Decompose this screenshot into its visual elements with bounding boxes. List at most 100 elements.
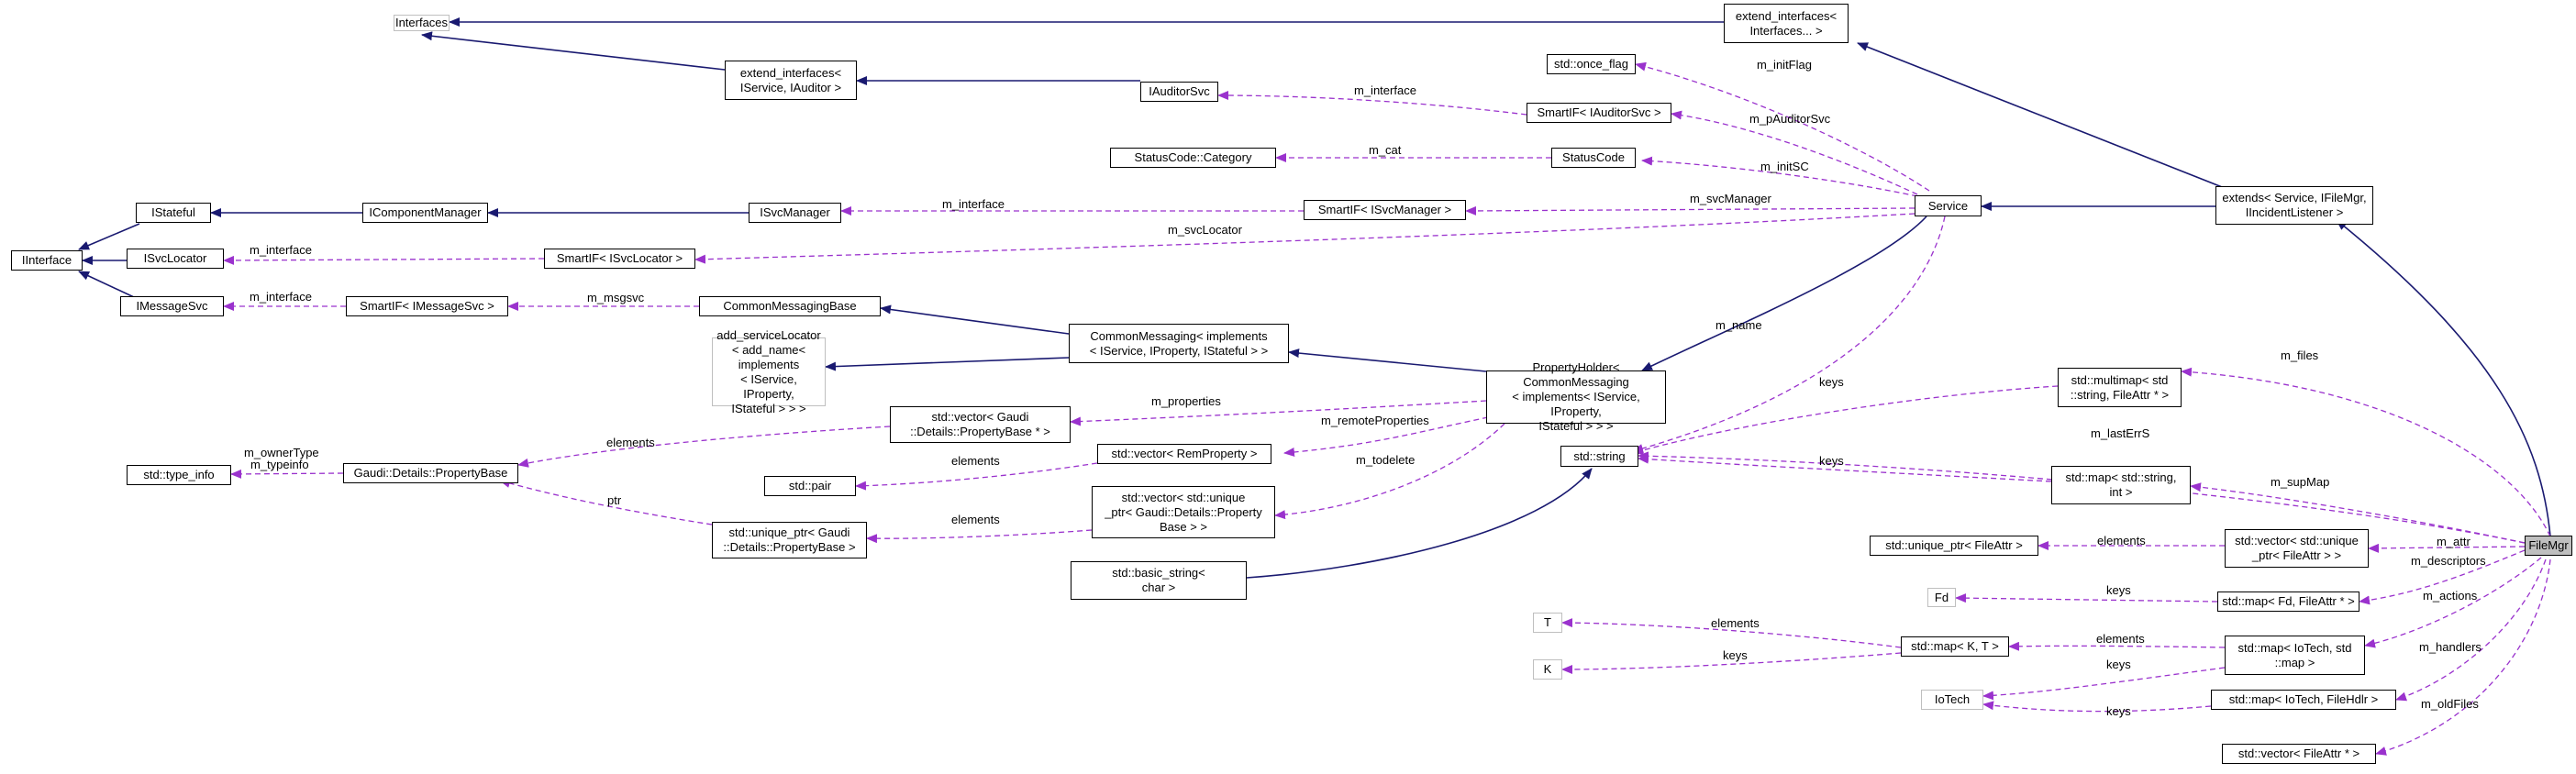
edge-label-m-interface-msgsvc: m_interface	[250, 290, 312, 304]
edge-use-mapstringint-stdstring	[1638, 454, 2052, 482]
class-node-istateful[interactable]: IStateful	[136, 203, 211, 223]
class-node-iauditorsvc[interactable]: IAuditorSvc	[1140, 82, 1218, 102]
edge-inherit-istateful-iinterface	[78, 223, 140, 250]
class-node-std-pair[interactable]: std::pair	[764, 476, 856, 496]
class-node-std-string[interactable]: std::string	[1560, 446, 1638, 467]
edge-use-propertyholder-vectorremprop	[1283, 416, 1489, 457]
class-node-fd[interactable]: Fd	[1927, 588, 1956, 607]
edge-label-m-lasterrs: m_lastErrS	[2091, 426, 2150, 440]
edge-inherit-basicstring-stdstring	[1246, 468, 1593, 579]
edge-use-mapiotechmap-mapkt	[2008, 641, 2226, 651]
edge-use-service-stdstring-name	[1632, 216, 1946, 453]
class-node-service[interactable]: Service	[1915, 195, 1982, 216]
edge-inherit-propertyholder-commonmessaging	[1288, 348, 1487, 372]
edge-use-propertybase-typeinfo	[230, 469, 344, 479]
edge-use-mapfd-fd	[1955, 593, 2218, 603]
edge-use-service-smartifsvcloc	[694, 213, 1915, 264]
class-node-map-iotech-filehdlr[interactable]: std::map< IoTech, FileHdlr >	[2211, 690, 2396, 710]
edge-label-m-msgsvc: m_msgsvc	[587, 291, 645, 304]
class-node-smartif-iauditorsvc[interactable]: SmartIF< IAuditorSvc >	[1527, 103, 1671, 123]
edge-label-elements-pair: elements	[951, 454, 1000, 468]
edge-label-m-pauditorsvc: m_pAuditorSvc	[1749, 112, 1831, 126]
class-node-interfaces[interactable]: Interfaces	[394, 15, 450, 31]
edge-label-m-properties: m_properties	[1151, 394, 1221, 408]
edge-use-service-smartifauditor	[1671, 110, 1918, 195]
class-node-multimap-string-fileattr[interactable]: std::multimap< std ::string, FileAttr * …	[2058, 368, 2182, 407]
class-node-vector-unique-propertybase[interactable]: std::vector< std::unique _ptr< Gaudi::De…	[1092, 486, 1275, 538]
edge-label-keys-map-string: keys	[1819, 454, 1844, 468]
edge-inherit-service-propertyholder	[1641, 216, 1927, 371]
class-node-std-type-info[interactable]: std::type_info	[127, 465, 231, 485]
class-node-statuscode[interactable]: StatusCode	[1551, 148, 1636, 168]
class-node-t[interactable]: T	[1533, 613, 1562, 633]
class-node-propertyholder[interactable]: PropertyHolder< CommonMessaging < implem…	[1486, 360, 1666, 433]
class-node-map-string-int[interactable]: std::map< std::string, int >	[2051, 466, 2191, 504]
edge-label-m-svclocator: m_svcLocator	[1168, 223, 1242, 237]
class-node-extend-interfaces-iservice-iauditor[interactable]: extend_interfaces< IService, IAuditor >	[725, 61, 857, 100]
class-node-std-once-flag[interactable]: std::once_flag	[1547, 54, 1636, 74]
edge-label-m-actions: m_actions	[2423, 589, 2478, 603]
class-node-extends-service-ifilemgr[interactable]: extends< Service, IFileMgr, IIncidentLis…	[2215, 186, 2373, 225]
class-node-filemgr[interactable]: FileMgr	[2525, 536, 2572, 556]
edge-label-keys-iotech-map: keys	[2106, 658, 2131, 671]
edge-label-ptr: ptr	[607, 493, 622, 507]
class-node-vector-unique-fileattr[interactable]: std::vector< std::unique _ptr< FileAttr …	[2225, 529, 2369, 568]
class-node-map-fd-fileattr[interactable]: std::map< Fd, FileAttr * >	[2217, 592, 2359, 612]
edge-label-m-typeinfo: m_typeinfo	[250, 458, 309, 471]
edge-label-keys-iotech-hdlr: keys	[2106, 704, 2131, 718]
class-node-vector-propertybase-ptr[interactable]: std::vector< Gaudi ::Details::PropertyBa…	[890, 406, 1071, 443]
edge-label-m-attr: m_attr	[2437, 535, 2471, 548]
edge-label-elements-t: elements	[1711, 616, 1760, 630]
class-node-smartif-isvclocator[interactable]: SmartIF< ISvcLocator >	[544, 249, 695, 269]
edge-use-uniqueprop-propertybase	[499, 479, 713, 525]
class-node-isvcmanager[interactable]: ISvcManager	[749, 203, 841, 223]
edge-label-elements-fileattr: elements	[2097, 534, 2146, 547]
class-node-statuscode-category[interactable]: StatusCode::Category	[1110, 148, 1276, 168]
edge-use-propertyholder-vectorpropbase	[1070, 400, 1487, 426]
edge-label-m-remoteproperties: m_remoteProperties	[1321, 414, 1429, 427]
class-node-iinterface[interactable]: IInterface	[11, 250, 83, 271]
class-node-vector-remproperty[interactable]: std::vector< RemProperty >	[1097, 444, 1271, 464]
class-node-smartif-imessagesvc[interactable]: SmartIF< IMessageSvc >	[346, 296, 508, 316]
edge-use-filemgr-multimap	[2181, 367, 2551, 537]
edge-use-mapkt-k	[1561, 652, 1902, 674]
class-node-unique-ptr-fileattr[interactable]: std::unique_ptr< FileAttr >	[1870, 536, 2038, 556]
class-node-extend-interfaces-var[interactable]: extend_interfaces< Interfaces... >	[1724, 4, 1849, 43]
edge-label-m-svcmanager: m_svcManager	[1690, 192, 1771, 205]
edge-label-m-interface-auditor: m_interface	[1354, 83, 1416, 97]
edge-label-m-initflag: m_initFlag	[1757, 58, 1812, 72]
class-node-smartif-isvcmanager[interactable]: SmartIF< ISvcManager >	[1304, 200, 1466, 220]
edge-inherit-commonmessaging-addservicelocator	[825, 357, 1070, 371]
class-node-propertybase[interactable]: Gaudi::Details::PropertyBase	[343, 463, 518, 483]
class-node-isvclocator[interactable]: ISvcLocator	[127, 249, 224, 269]
edge-use-filemgr-mapiotechhdlr	[2395, 558, 2547, 702]
class-node-icomponentmanager[interactable]: IComponentManager	[362, 203, 488, 223]
edge-use-smartifauditor-iauditorsvc	[1217, 91, 1527, 116]
edge-label-m-handlers: m_handlers	[2419, 640, 2482, 654]
class-node-iotech[interactable]: IoTech	[1921, 690, 1983, 710]
edge-use-mapiotechmap-iotech	[1982, 667, 2226, 701]
class-node-basic-string-char[interactable]: std::basic_string< char >	[1071, 561, 1247, 600]
class-node-unique-ptr-propertybase[interactable]: std::unique_ptr< Gaudi ::Details::Proper…	[712, 522, 867, 558]
class-node-commonmessaging[interactable]: CommonMessaging< implements < IService, …	[1069, 324, 1289, 363]
class-node-add-servicelocator[interactable]: add_serviceLocator < add_name< implement…	[712, 328, 826, 415]
class-node-map-k-t[interactable]: std::map< K, T >	[1901, 636, 2009, 657]
class-node-commonmessagingbase[interactable]: CommonMessagingBase	[699, 296, 881, 316]
edge-label-elements-uniqueprop: elements	[951, 513, 1000, 526]
edge-use-vectorpropbase-propertybase	[517, 426, 891, 468]
edge-inherit-commonmessaging-commonmessagingbase	[880, 304, 1070, 335]
edge-inherit-imessagesvc-iinterface	[78, 271, 135, 298]
class-node-k[interactable]: K	[1533, 659, 1562, 680]
class-node-imessagesvc[interactable]: IMessageSvc	[120, 296, 224, 316]
edge-label-m-files: m_files	[2281, 348, 2319, 362]
class-node-map-iotech-map[interactable]: std::map< IoTech, std ::map >	[2225, 636, 2365, 675]
edge-use-smartifsvcloc-isvclocator	[223, 255, 545, 265]
edge-use-filemgr-mapstringint	[2190, 482, 2526, 544]
edge-use-multimap-stdstring	[1632, 385, 2059, 455]
edge-use-service-smartifsvcmgr	[1465, 205, 1915, 216]
class-node-vector-fileattr[interactable]: std::vector< FileAttr * >	[2222, 744, 2376, 764]
edge-inherit-extinterfaces2-interfaces	[421, 31, 726, 71]
edge-label-m-interface-svcloc: m_interface	[250, 243, 312, 257]
